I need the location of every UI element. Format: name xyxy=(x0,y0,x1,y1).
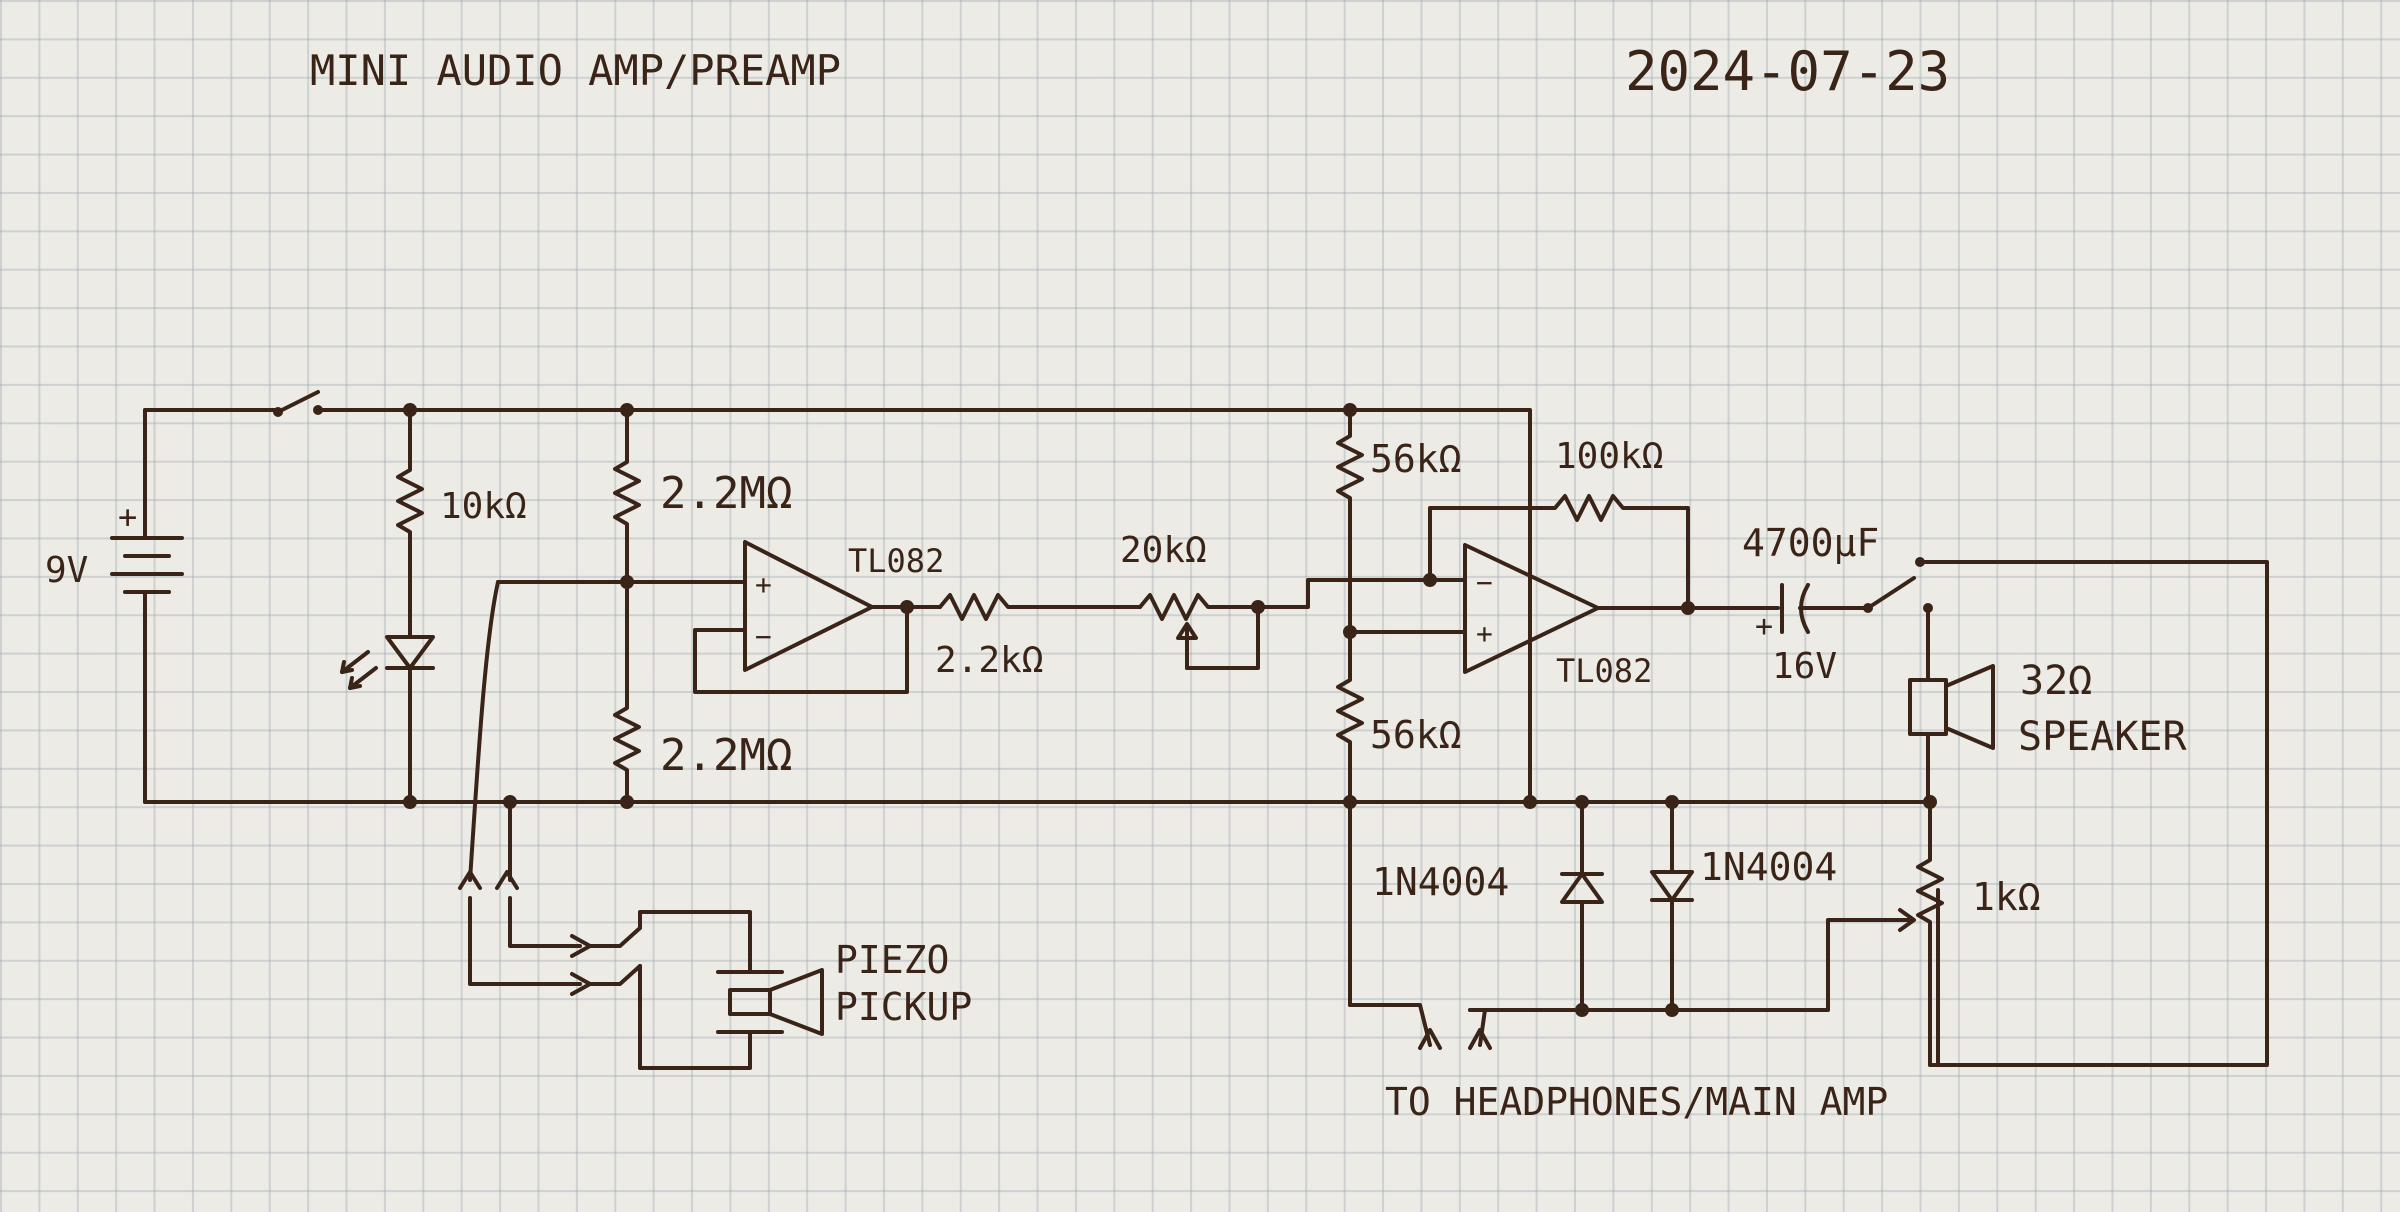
speaker-text-label: SPEAKER xyxy=(2018,714,2187,760)
opamp-2-gain: − + TL082 xyxy=(1463,543,1652,690)
feedback-resistor-100k: 100kΩ xyxy=(1428,436,1690,610)
speaker-ohms-label: 32Ω xyxy=(2020,658,2092,704)
bias-resistor-top: 2.2MΩ xyxy=(613,408,792,584)
bias-resistor-bottom-label: 2.2MΩ xyxy=(660,730,792,781)
opamp-2-plus-sign: + xyxy=(1476,617,1493,650)
divider-resistor-top-56k: 56kΩ xyxy=(1336,408,1462,634)
bias-resistor-top-label: 2.2MΩ xyxy=(660,468,792,519)
positive-rail xyxy=(316,408,1532,804)
capacitor-plus-label: + xyxy=(1755,609,1773,644)
volume-pot-label: 1kΩ xyxy=(1972,875,2041,919)
clamp-diode-right: 1N4004 xyxy=(1650,800,1837,1012)
diode-right-label: 1N4004 xyxy=(1700,845,1837,889)
buffer-feedback-loop xyxy=(693,605,909,694)
battery-9v: + 9V xyxy=(45,408,184,804)
battery-voltage-label: 9V xyxy=(45,550,88,591)
schematic-date: 2024-07-23 xyxy=(1625,40,1950,103)
piezo-label-line2: PICKUP xyxy=(835,985,972,1029)
led-resistor-label: 10kΩ xyxy=(440,486,527,527)
piezo-pickup: PIEZO PICKUP xyxy=(638,910,972,1070)
battery-plus-label: + xyxy=(118,498,137,536)
capacitor-value-label: 4700µF xyxy=(1742,521,1879,565)
output-jack-label: TO HEADPHONES/MAIN AMP xyxy=(1385,1080,1888,1124)
output-capacitor-4700uf: + 4700µF 16V xyxy=(1742,521,1879,687)
series-resistor-label: 2.2kΩ xyxy=(935,640,1043,681)
diode-left-label: 1N4004 xyxy=(1372,860,1509,904)
bias-resistor-bottom: 2.2MΩ xyxy=(613,580,792,804)
gain-pot-label: 20kΩ xyxy=(1120,530,1207,571)
volume-potentiometer-1k[interactable]: 1kΩ xyxy=(1826,800,2041,1067)
clamp-diode-left: 1N4004 xyxy=(1372,800,1604,1012)
speaker-return-wire xyxy=(1918,560,2269,1067)
headphone-signal-wire xyxy=(1468,1003,1830,1012)
opamp-2-label: TL082 xyxy=(1556,652,1652,690)
capacitor-voltage-label: 16V xyxy=(1772,646,1837,687)
opamp-1-buffer: + − TL082 xyxy=(743,540,944,672)
speaker-32ohm: 32Ω SPEAKER xyxy=(1908,606,2187,804)
led-resistor-10k: 10kΩ xyxy=(396,408,527,637)
piezo-input-jack[interactable] xyxy=(458,800,642,996)
to-inverting-input-wire xyxy=(1256,578,1432,609)
indicator-led xyxy=(340,635,435,804)
opamp-1-plus-sign: + xyxy=(755,568,772,601)
junction-dots xyxy=(403,403,1937,1017)
power-switch[interactable] xyxy=(143,390,323,417)
opamp-1-label: TL082 xyxy=(848,542,944,580)
headphone-output-jack[interactable]: TO HEADPHONES/MAIN AMP xyxy=(1348,1003,1888,1124)
opamp-1-minus-sign: − xyxy=(755,620,772,653)
gain-potentiometer-20k[interactable]: 20kΩ xyxy=(1120,530,1260,670)
divider-bottom-label: 56kΩ xyxy=(1370,713,1462,757)
output-select-switch[interactable] xyxy=(1863,557,1933,613)
series-resistor-2k2: 2.2kΩ xyxy=(935,593,1142,681)
divider-resistor-bottom-56k: 56kΩ xyxy=(1336,630,1462,1007)
schematic-title: MINI AUDIO AMP/PREAMP xyxy=(310,46,841,95)
feedback-resistor-label: 100kΩ xyxy=(1555,436,1663,477)
light-emission-icon xyxy=(340,650,378,690)
opamp-2-minus-sign: − xyxy=(1476,566,1493,599)
input-tip-lead xyxy=(468,580,500,882)
divider-top-label: 56kΩ xyxy=(1370,437,1462,481)
piezo-label-line1: PIEZO xyxy=(835,938,949,982)
